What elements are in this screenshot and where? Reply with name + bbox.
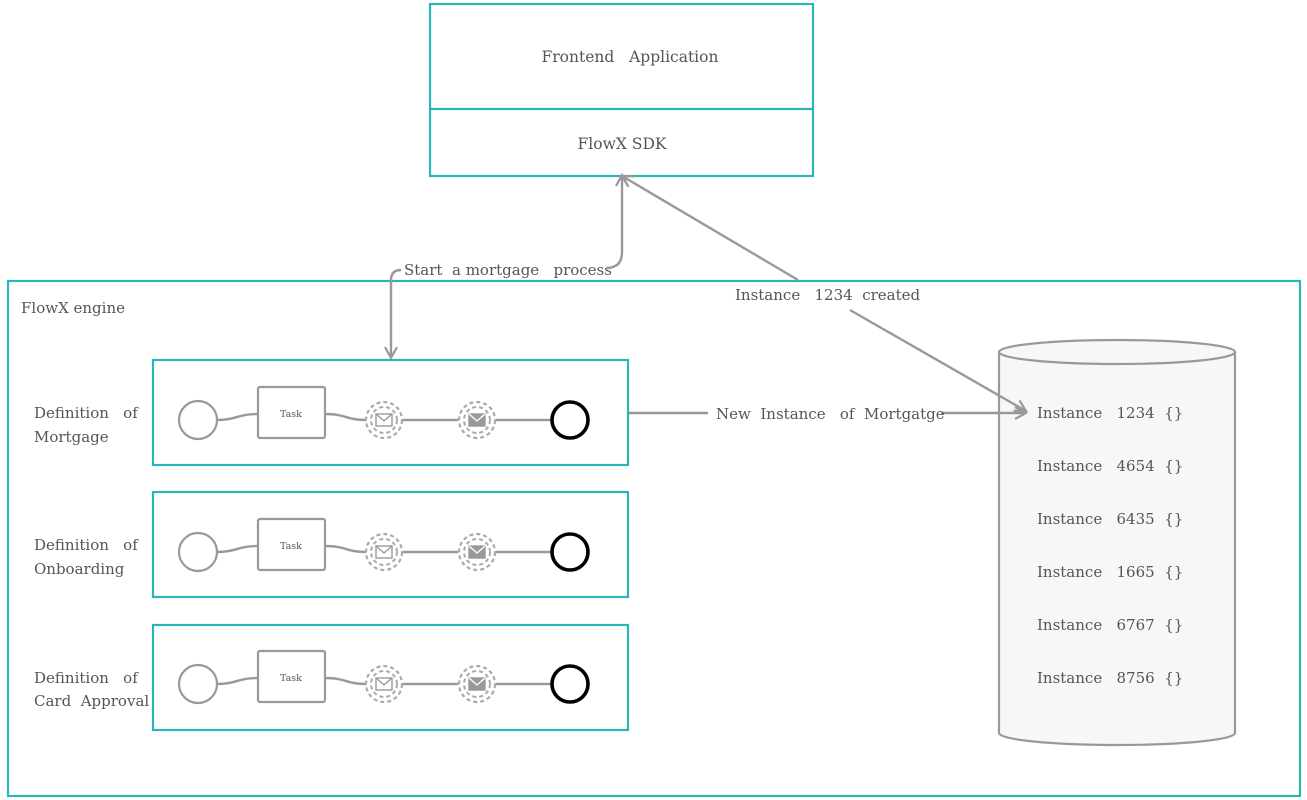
envelope-icon xyxy=(457,664,497,704)
task-node xyxy=(256,517,327,572)
task-label: Task xyxy=(280,673,302,684)
new-instance-arrow: New Instance of Mortgatge xyxy=(629,405,1026,423)
instance-created-label: Instance 1234 created xyxy=(735,286,921,304)
instance-item: Instance 6435 {} xyxy=(1037,510,1183,528)
end-event-icon xyxy=(550,532,590,572)
definition-row-onboarding: Definition of Onboarding Task xyxy=(34,490,630,599)
start-event-icon xyxy=(177,531,219,573)
instance-item: Instance 8756 {} xyxy=(1037,669,1183,687)
instances-database xyxy=(997,338,1237,747)
definition-row-card-approval: Definition of Card Approval Task xyxy=(34,623,630,732)
instance-created-arrow: Instance 1234 created xyxy=(622,176,1026,411)
start-process-arrow: Start a mortgage process xyxy=(391,261,612,358)
instance-item: Instance 1234 {} xyxy=(1037,404,1183,422)
task-label: Task xyxy=(280,541,302,552)
definition-title: Definition of xyxy=(34,404,139,422)
start-event-icon xyxy=(177,663,219,705)
envelope-icon xyxy=(457,400,497,440)
start-event-icon xyxy=(177,399,219,441)
definition-title: Definition of xyxy=(34,669,139,687)
sdk-request-arrow xyxy=(605,175,622,270)
new-instance-label: New Instance of Mortgatge xyxy=(716,405,945,423)
flowx-sdk-label: FlowX SDK xyxy=(578,135,667,153)
envelope-icon xyxy=(364,532,404,572)
definition-subtitle: Card Approval xyxy=(34,692,149,710)
end-event-icon xyxy=(550,400,590,440)
envelope-icon xyxy=(364,400,404,440)
frontend-application-box: Frontend Application FlowX SDK xyxy=(428,2,815,178)
frontend-application-label: Frontend Application xyxy=(542,48,719,66)
instance-item: Instance 4654 {} xyxy=(1037,457,1183,475)
instance-list: Instance 1234 {} Instance 4654 {} Instan… xyxy=(1037,404,1183,687)
task-node xyxy=(256,649,327,704)
definition-subtitle: Mortgage xyxy=(34,428,109,446)
envelope-icon xyxy=(457,532,497,572)
definition-title: Definition of xyxy=(34,536,139,554)
task-label: Task xyxy=(280,409,302,420)
task-node xyxy=(256,385,327,440)
instance-item: Instance 6767 {} xyxy=(1037,616,1183,634)
flowx-engine-label: FlowX engine xyxy=(21,299,125,317)
start-process-label: Start a mortgage process xyxy=(404,261,612,279)
end-event-icon xyxy=(550,664,590,704)
instance-item: Instance 1665 {} xyxy=(1037,563,1183,581)
definition-subtitle: Onboarding xyxy=(34,560,125,578)
definition-row-mortgage: Definition of Mortgage Task xyxy=(34,358,630,467)
envelope-icon xyxy=(364,664,404,704)
